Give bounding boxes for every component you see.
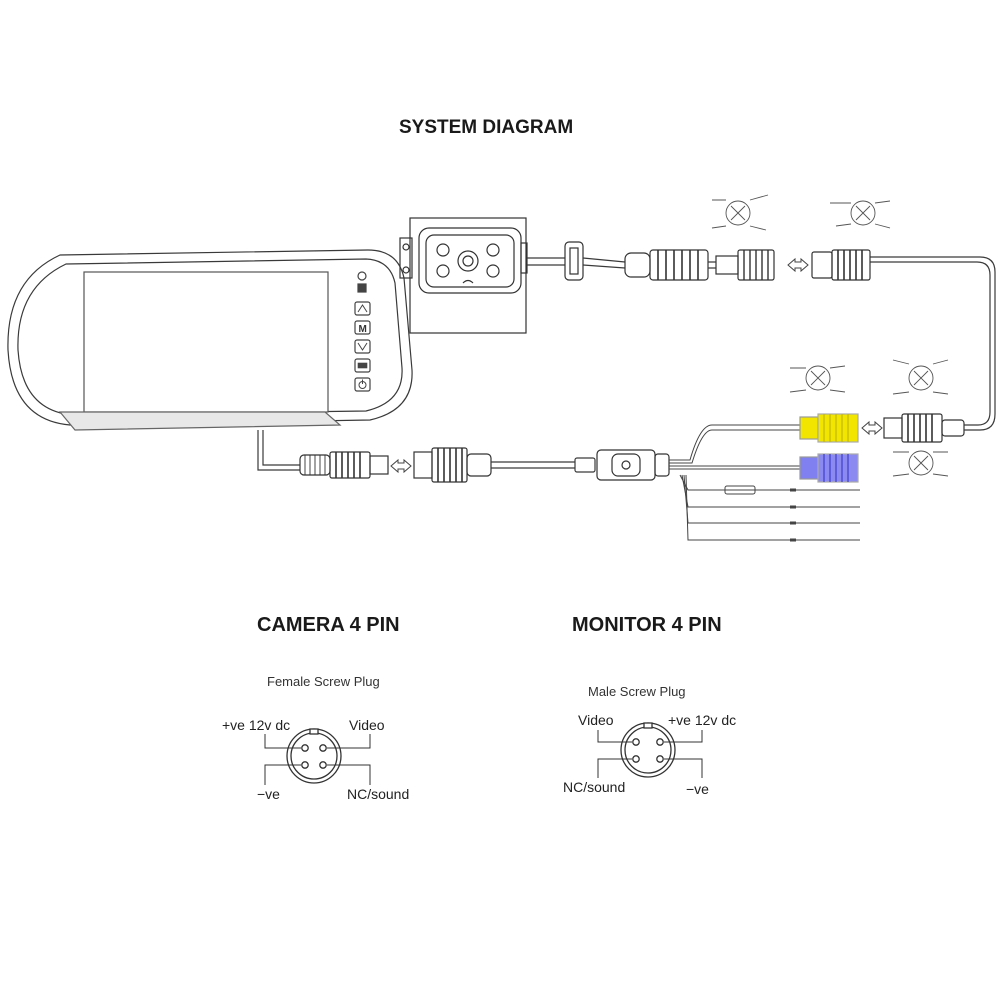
menu-icon[interactable] <box>354 320 371 335</box>
monitor-pin-bottom-left-label: NC/sound <box>563 779 626 795</box>
camera-pin-title: CAMERA 4 PIN <box>257 614 400 636</box>
connect-arrow-icon <box>861 420 883 436</box>
junction-box <box>596 449 670 481</box>
monitor-male-plug-diagram <box>597 722 703 778</box>
pinout-icon <box>789 365 846 393</box>
camera-cable <box>527 257 565 266</box>
pinout-icon <box>892 450 949 477</box>
pinout-icon <box>892 359 949 395</box>
camera-pin-top-right-label: Video <box>349 717 385 733</box>
svg-text:M: M <box>359 324 367 335</box>
system-diagram-title: SYSTEM DIAGRAM <box>399 117 574 138</box>
connect-arrow-icon <box>390 458 412 474</box>
monitor-pin-top-left-label: Video <box>578 712 614 728</box>
monitor-connector <box>299 451 389 479</box>
camera-pin-top-left-label: +ve 12v dc <box>222 717 291 733</box>
camera-extension-connector <box>883 413 965 443</box>
monitor-pin-bottom-right-label: −ve <box>686 781 709 797</box>
monitor-cable <box>257 430 300 471</box>
camera-pin-bottom-right-label: NC/sound <box>347 786 410 802</box>
camera-long-cable <box>870 261 991 426</box>
power-icon[interactable] <box>354 377 371 392</box>
rear-camera <box>399 217 528 334</box>
pinout-icon <box>830 200 891 229</box>
status-led-icon <box>357 283 367 293</box>
camera-female-plug-diagram <box>264 728 371 785</box>
down-arrow-icon[interactable] <box>354 339 371 354</box>
camera-cable-end-connector <box>811 249 871 281</box>
cable-grommet <box>564 241 584 281</box>
monitor-plug-label: Male Screw Plug <box>588 684 686 699</box>
branch-wires <box>669 424 860 542</box>
yellow-video-connector <box>799 413 859 443</box>
monitor-pin-title: MONITOR 4 PIN <box>572 614 722 636</box>
mirror-monitor <box>7 249 413 431</box>
pinout-icon <box>711 194 769 231</box>
monitor-buttons: M <box>354 271 371 392</box>
extension-cable-connector <box>413 447 492 483</box>
up-arrow-icon[interactable] <box>354 301 371 316</box>
connect-arrow-icon <box>787 257 809 273</box>
power-dot-icon <box>357 271 367 281</box>
camera-connector <box>624 249 775 281</box>
monitor-screen <box>83 271 329 413</box>
camera-pin-bottom-left-label: −ve <box>257 786 280 802</box>
source-icon[interactable] <box>354 358 371 373</box>
blue-video-connector <box>799 453 859 483</box>
monitor-pin-top-right-label: +ve 12v dc <box>668 712 737 728</box>
camera-plug-label: Female Screw Plug <box>267 674 380 689</box>
extension-cable <box>491 461 575 469</box>
